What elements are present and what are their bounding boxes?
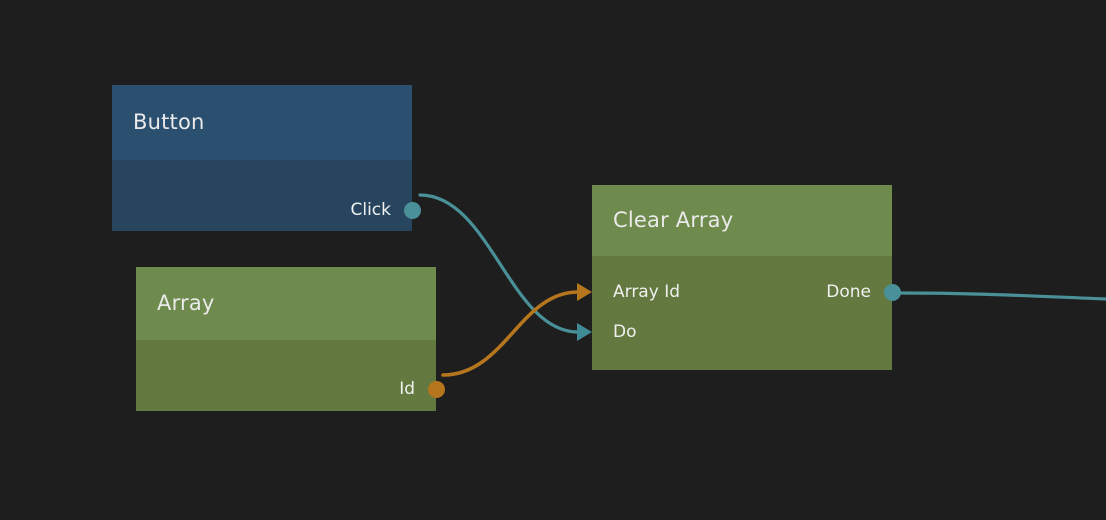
node-button[interactable]: Button Click: [112, 85, 421, 231]
port-label-click[interactable]: Click: [350, 197, 391, 223]
port-label-done[interactable]: Done: [826, 279, 871, 305]
node-clear-array-header[interactable]: Clear Array: [592, 185, 892, 256]
node-button-header[interactable]: Button: [112, 85, 412, 160]
node-button-title: Button: [133, 110, 205, 134]
node-button-body: Click: [112, 160, 421, 231]
port-done-label: Done: [826, 281, 871, 302]
node-array-header[interactable]: Array: [136, 267, 436, 340]
port-click-label: Click: [350, 199, 391, 220]
node-array[interactable]: Array Id: [136, 267, 445, 411]
edge-id-to-array-id[interactable]: [441, 290, 580, 377]
port-label-array-id[interactable]: Array Id: [613, 279, 680, 305]
port-do-label: Do: [613, 321, 637, 342]
port-label-do[interactable]: Do: [613, 319, 637, 345]
node-array-body: Id: [136, 340, 445, 411]
edge-done-outgoing[interactable]: [897, 291, 1106, 301]
node-clear-array-body: Array Id Do Done: [577, 256, 901, 370]
edge-click-to-do[interactable]: [418, 193, 580, 334]
port-id-dot[interactable]: [427, 380, 445, 398]
port-array-id-arrow[interactable]: [577, 283, 592, 301]
port-label-id[interactable]: Id: [399, 376, 415, 402]
port-done-dot[interactable]: [883, 283, 901, 301]
port-do-arrow[interactable]: [577, 323, 592, 341]
port-id-label: Id: [399, 378, 415, 399]
port-click-dot[interactable]: [403, 201, 421, 219]
node-clear-array-title: Clear Array: [613, 208, 734, 232]
node-array-title: Array: [157, 291, 215, 315]
port-array-id-label: Array Id: [613, 281, 680, 302]
node-clear-array[interactable]: Clear Array Array Id Do Done: [577, 185, 901, 370]
